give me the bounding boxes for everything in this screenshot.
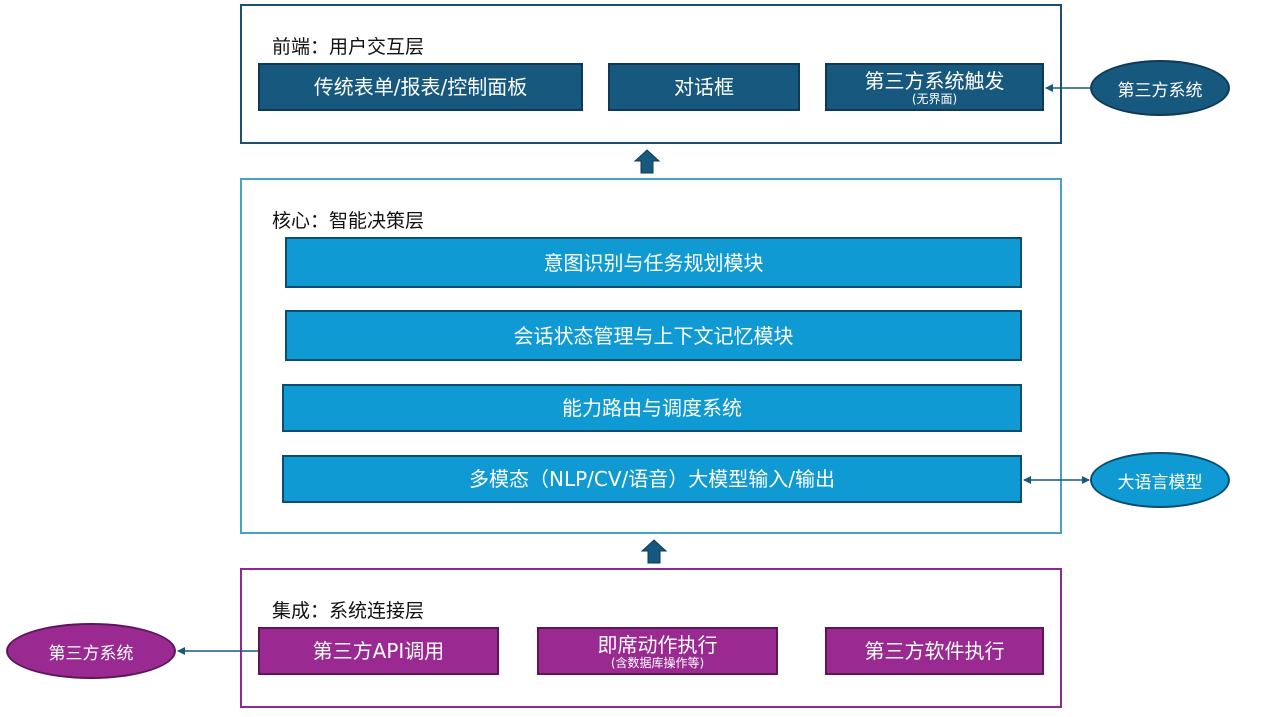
integration-external-label: 第三方系统	[48, 643, 134, 664]
integration-external-system: 第三方系统	[6, 623, 176, 679]
up-arrow-core-to-frontend	[633, 149, 661, 174]
frontend-box-third-party-trigger: 第三方系统触发 (无界面)	[825, 63, 1044, 111]
frontend-box-dialog: 对话框	[608, 63, 800, 111]
up-arrow-integration-to-core	[640, 539, 668, 564]
core-external-llm: 大语言模型	[1090, 452, 1230, 508]
core-module-multimodal-label: 多模态（NLP/CV/语音）大模型输入/输出	[468, 467, 836, 491]
integration-box-adhoc-sublabel: (含数据库操作等)	[610, 655, 705, 670]
frontend-box-trigger-label: 第三方系统触发	[864, 68, 1005, 93]
integration-box-software: 第三方软件执行	[825, 627, 1044, 675]
integration-box-adhoc-label: 即席动作执行	[597, 632, 718, 657]
core-module-routing-label: 能力路由与调度系统	[562, 396, 742, 420]
core-module-intent-label: 意图识别与任务规划模块	[543, 250, 764, 275]
integration-box-software-label: 第三方软件执行	[864, 639, 1005, 663]
frontend-layer-title: 前端：用户交互层	[272, 36, 425, 58]
core-module-session-label: 会话状态管理与上下文记忆模块	[513, 323, 794, 348]
core-layer-title: 核心：智能决策层	[272, 210, 425, 232]
core-module-routing: 能力路由与调度系统	[282, 384, 1022, 432]
integration-box-api: 第三方API调用	[258, 627, 499, 675]
frontend-box-forms-label: 传统表单/报表/控制面板	[313, 75, 528, 99]
frontend-external-system: 第三方系统	[1090, 60, 1230, 116]
core-module-multimodal: 多模态（NLP/CV/语音）大模型输入/输出	[282, 455, 1022, 503]
core-module-session: 会话状态管理与上下文记忆模块	[285, 310, 1022, 361]
frontend-box-trigger-sublabel: (无界面)	[911, 91, 958, 106]
integration-layer-title: 集成：系统连接层	[272, 600, 425, 622]
frontend-box-dialog-label: 对话框	[674, 75, 734, 99]
core-external-llm-label: 大语言模型	[1117, 472, 1203, 493]
frontend-external-label: 第三方系统	[1117, 80, 1203, 101]
frontend-box-forms: 传统表单/报表/控制面板	[258, 63, 583, 111]
integration-box-adhoc: 即席动作执行 (含数据库操作等)	[537, 627, 778, 675]
core-module-intent: 意图识别与任务规划模块	[285, 237, 1022, 288]
integration-box-api-label: 第三方API调用	[312, 639, 445, 663]
